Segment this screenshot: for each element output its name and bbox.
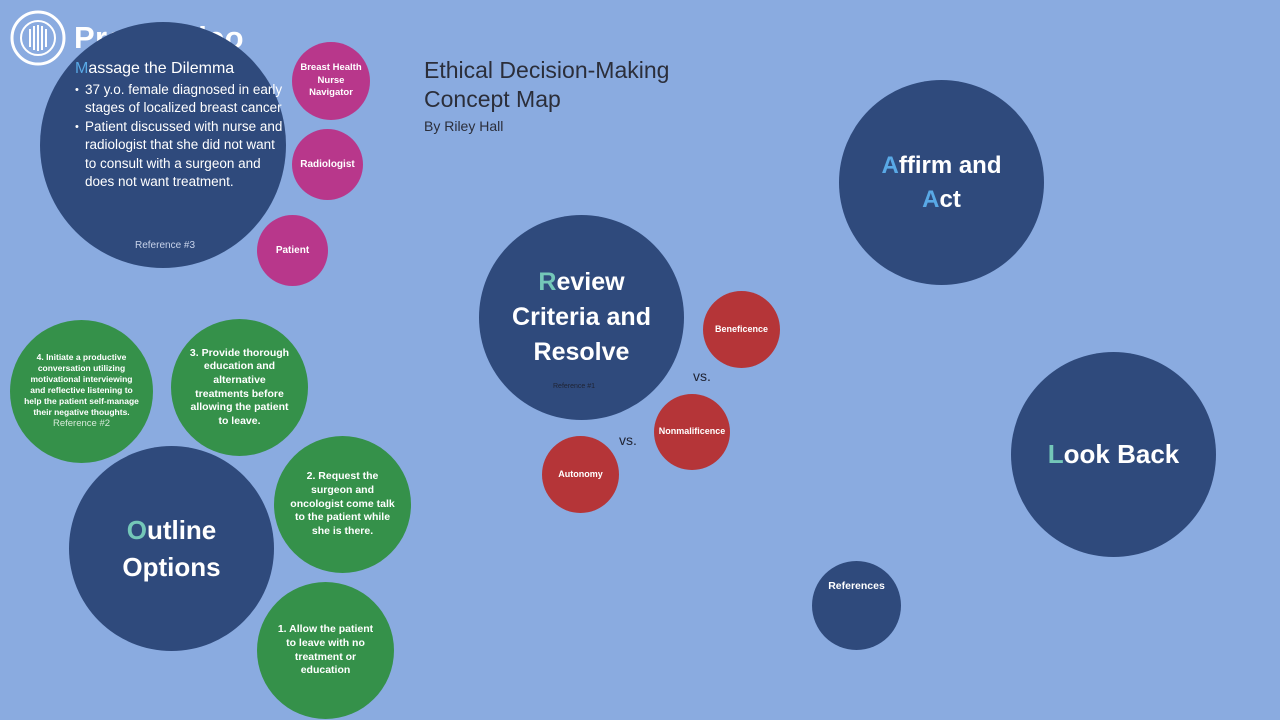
dilemma-content: Massage the Dilemma 37 y.o. female diagn…: [75, 60, 285, 192]
prezi-logo-icon: [10, 10, 66, 66]
option-2-circle[interactable]: 2. Request the surgeon and oncologist co…: [274, 436, 411, 573]
review-criteria-circle[interactable]: Review Criteria and Resolve: [479, 215, 684, 420]
beneficence-circle[interactable]: Beneficence: [703, 291, 780, 368]
vs-label: vs.: [619, 432, 637, 448]
option-1-circle[interactable]: 1. Allow the patient to leave with no tr…: [257, 582, 394, 719]
look-back-circle[interactable]: Look Back: [1011, 352, 1216, 557]
dilemma-reference: Reference #3: [135, 240, 196, 251]
title-line-1: Ethical Decision-Making: [424, 57, 670, 83]
radiologist-circle[interactable]: Radiologist: [292, 129, 363, 200]
nonmaleficence-circle[interactable]: Nonmalificence: [654, 394, 730, 470]
nurse-navigator-circle[interactable]: Breast Health Nurse Navigator: [292, 42, 370, 120]
patient-circle[interactable]: Patient: [257, 215, 328, 286]
option-4-circle[interactable]: 4. Initiate a productive conversation ut…: [10, 320, 153, 463]
title-line-2: Concept Map: [424, 86, 561, 112]
title-block: Ethical Decision-Making Concept Map By R…: [424, 56, 669, 134]
dilemma-bullets: 37 y.o. female diagnosed in early stages…: [75, 81, 285, 192]
autonomy-circle[interactable]: Autonomy: [542, 436, 619, 513]
dilemma-heading: Massage the Dilemma: [75, 60, 235, 77]
vs-label: vs.: [693, 368, 711, 384]
dilemma-bullet: 37 y.o. female diagnosed in early stages…: [75, 81, 285, 118]
dilemma-bullet: Patient discussed with nurse and radiolo…: [75, 118, 285, 192]
review-reference: Reference #1: [553, 383, 596, 390]
affirm-act-circle[interactable]: Affirm and Act: [839, 80, 1044, 285]
option-4-reference: Reference #2: [52, 418, 111, 430]
option-3-circle[interactable]: 3. Provide thorough education and altern…: [171, 319, 308, 456]
references-circle[interactable]: References: [812, 561, 901, 650]
author: By Riley Hall: [424, 118, 504, 134]
outline-options-circle[interactable]: Outline Options: [69, 446, 274, 651]
